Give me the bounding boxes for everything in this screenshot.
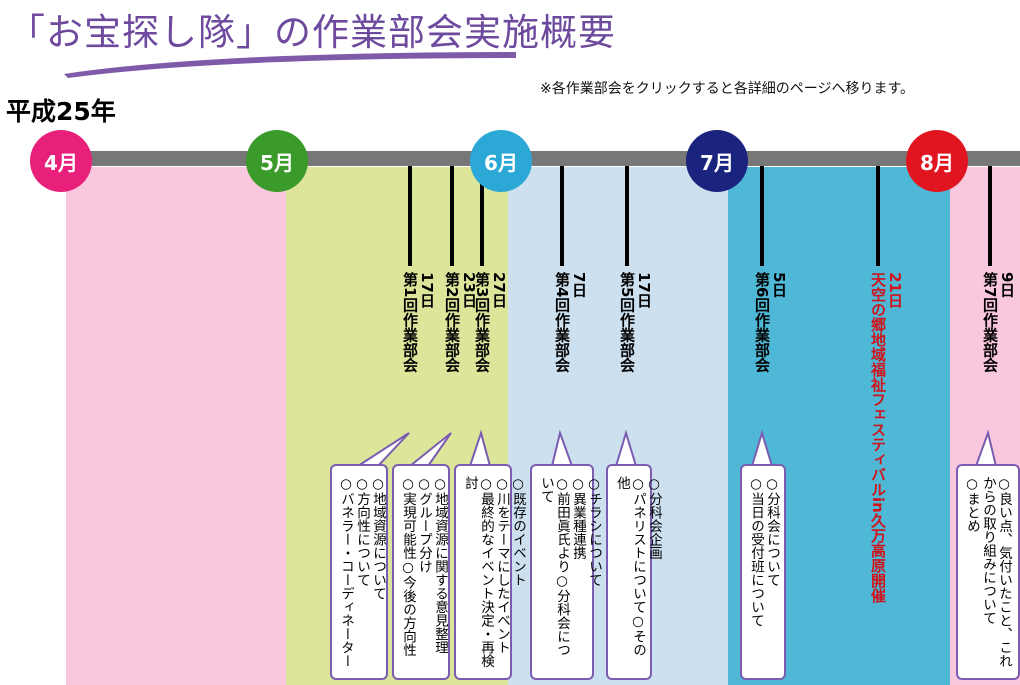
callout-4-item-2: ○異業種連携 — [570, 476, 586, 560]
meeting-5-name: 第5回作業部会 — [618, 272, 636, 373]
callout-meeting-3: ○既存のイベント ○川をテーマにしたイベント ○最終的なイベント決定・再検討 — [454, 464, 526, 680]
meeting-2-name: 第2回作業部会 — [443, 272, 461, 373]
meeting-4[interactable]: 7日 第4回作業部会 — [553, 272, 588, 373]
callout-meeting-4: ○チラシについて ○異業種連携 ○前田眞氏より○分科会について — [530, 464, 602, 680]
meeting-3-date: 27日 — [490, 272, 508, 308]
callout-4-item-3: ○前田眞氏より○分科会について — [538, 476, 570, 657]
callout-5-item-1: ○分科会企画 — [646, 476, 662, 560]
meeting-3-name: 第3回作業部会 — [473, 272, 491, 373]
callout-6-item-1: ○分科会について — [764, 476, 780, 587]
meeting-7-name: 第7回作業部会 — [981, 272, 999, 373]
festival-event[interactable]: 21日 天空の郷地域福祉フェスティバルin久万高原開催 — [869, 272, 904, 603]
page-title: 「お宝探し隊」の作業部会実施概要 — [8, 11, 616, 54]
callout-meeting-7: ○良い点、気付いたこと、これからの取り組みについて ○まとめ — [956, 464, 1020, 680]
callout-1-item-2: ○方向性について — [354, 476, 370, 587]
tick-meeting-6 — [760, 166, 764, 266]
month-august: 8月 — [906, 130, 968, 192]
callout-5-item-2: ○パネリストについて○その他 — [614, 476, 646, 657]
callout-2-item-3: ○実現可能性○今後の方向性 — [400, 476, 416, 657]
meeting-2[interactable]: 23日 第2回作業部会 — [443, 272, 478, 373]
festival-name: 天空の郷地域福祉フェスティバルin久万高原開催 — [869, 272, 887, 603]
title-brush-underline — [64, 52, 516, 78]
tick-meeting-5 — [625, 166, 629, 266]
meeting-6-name: 第6回作業部会 — [753, 272, 771, 373]
callout-1-item-1: ○地域資源について — [370, 476, 386, 600]
month-may: 5月 — [246, 130, 308, 192]
year-label: 平成25年 — [6, 97, 116, 126]
tick-festival — [876, 166, 880, 266]
callout-meeting-2: ○地域資源に関する意見整理 ○グループ分け ○実現可能性○今後の方向性 — [392, 464, 450, 680]
meeting-6[interactable]: 5日 第6回作業部会 — [753, 272, 788, 373]
meeting-2-date: 23日 — [460, 272, 478, 308]
month-april: 4月 — [30, 130, 92, 192]
band-april — [66, 167, 286, 685]
callout-3-item-3: ○最終的なイベント決定・再検討 — [462, 476, 494, 668]
callout-4-item-1: ○チラシについて — [586, 476, 602, 587]
meeting-7-date: 9日 — [998, 272, 1016, 298]
meeting-1-date: 17日 — [418, 272, 436, 308]
tick-meeting-2 — [450, 166, 454, 266]
callout-7-item-1: ○良い点、気付いたこと、これからの取り組みについて — [980, 476, 1012, 668]
meeting-6-date: 5日 — [770, 272, 788, 298]
meeting-4-date: 7日 — [570, 272, 588, 298]
meeting-7[interactable]: 9日 第7回作業部会 — [981, 272, 1016, 373]
month-june: 6月 — [470, 130, 532, 192]
tick-meeting-4 — [560, 166, 564, 266]
callout-meeting-6: ○分科会について ○当日の受付班について — [740, 464, 786, 680]
tick-meeting-7 — [988, 166, 992, 266]
callout-2-item-1: ○地域資源に関する意見整理 — [432, 476, 448, 654]
callout-7-item-2: ○まとめ — [964, 476, 980, 533]
callout-meeting-5: ○分科会企画 ○パネリストについて○その他 — [606, 464, 662, 680]
callout-meeting-1: ○地域資源について ○方向性について ○バネラー・コーディネーター — [330, 464, 388, 680]
meeting-1-name: 第1回作業部会 — [401, 272, 419, 373]
meeting-5-date: 17日 — [635, 272, 653, 308]
meeting-1[interactable]: 17日 第1回作業部会 — [401, 272, 436, 373]
month-july: 7月 — [686, 130, 748, 192]
callout-3-item-1: ○既存のイベント — [510, 476, 526, 587]
meeting-5[interactable]: 17日 第5回作業部会 — [618, 272, 653, 373]
callout-6-item-2: ○当日の受付班について — [748, 476, 764, 627]
callout-1-item-3: ○バネラー・コーディネーター — [338, 476, 354, 668]
callout-2-item-2: ○グループ分け — [416, 476, 432, 573]
click-note: ※各作業部会をクリックすると各詳細のページへ移ります。 — [540, 81, 915, 97]
meeting-3[interactable]: 27日 第3回作業部会 — [473, 272, 508, 373]
meeting-4-name: 第4回作業部会 — [553, 272, 571, 373]
callout-3-item-2: ○川をテーマにしたイベント — [494, 476, 510, 654]
tick-meeting-3 — [480, 166, 484, 266]
festival-date: 21日 — [886, 272, 904, 308]
tick-meeting-1 — [408, 166, 412, 266]
